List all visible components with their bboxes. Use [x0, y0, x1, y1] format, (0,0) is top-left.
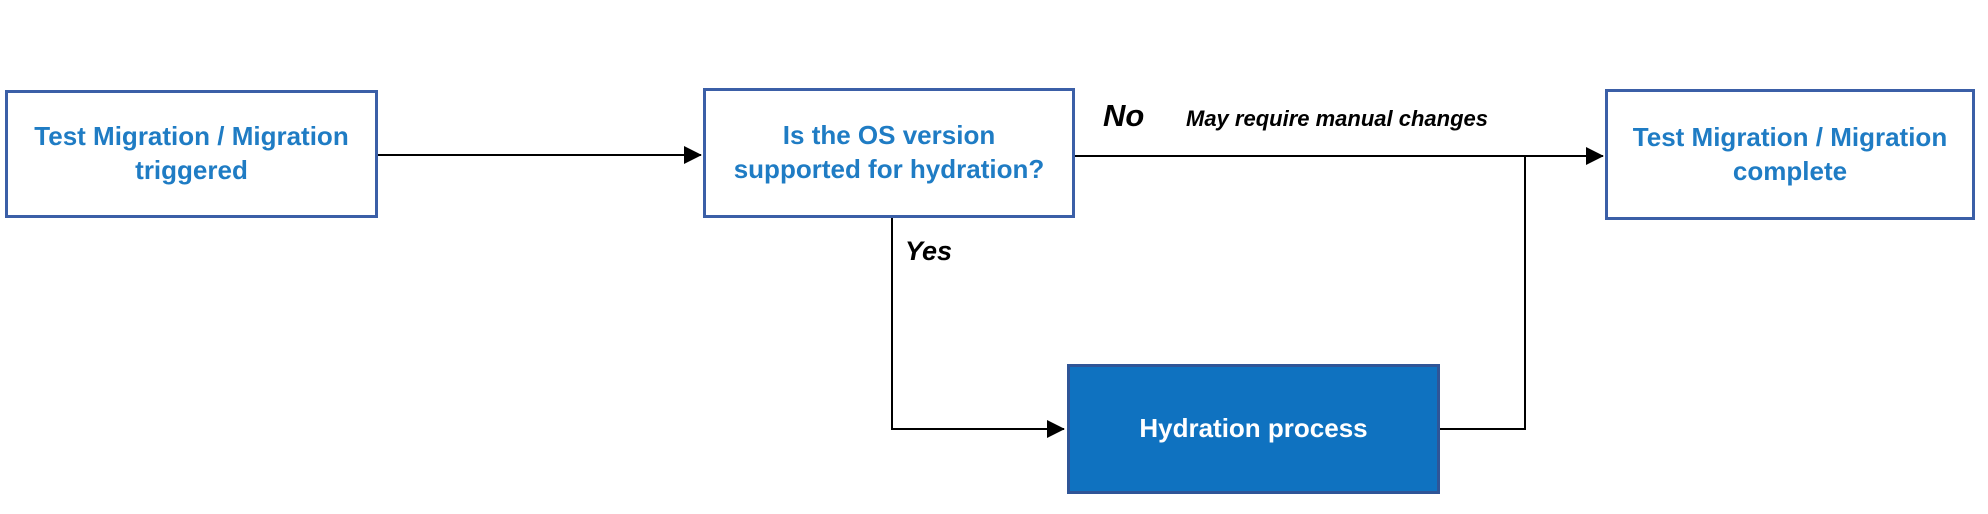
node-os-version-decision: Is the OS version supported for hydratio…: [703, 88, 1075, 218]
edge-label-no: No: [1103, 98, 1145, 133]
node-label-line: supported for hydration?: [733, 154, 1045, 184]
connector-hydration-to-complete: [1440, 156, 1526, 430]
node-test-migration-complete: Test Migration / Migration complete: [1605, 89, 1975, 220]
node-label-line: Test Migration / Migration: [34, 121, 349, 152]
node-label-line: Test Migration / Migration: [1632, 121, 1948, 152]
node-hydration-process: Hydration process: [1067, 364, 1440, 494]
edge-label-no-note: May require manual changes: [1186, 106, 1488, 131]
node-label-line: Is the OS version: [782, 120, 996, 151]
edge-label-yes: Yes: [905, 236, 953, 266]
node-test-migration-triggered: Test Migration / Migration triggered: [5, 90, 378, 218]
node-label-line: triggered: [135, 155, 248, 185]
node-label-line: complete: [1732, 155, 1848, 186]
node-label-line: Hydration process: [1139, 413, 1368, 444]
